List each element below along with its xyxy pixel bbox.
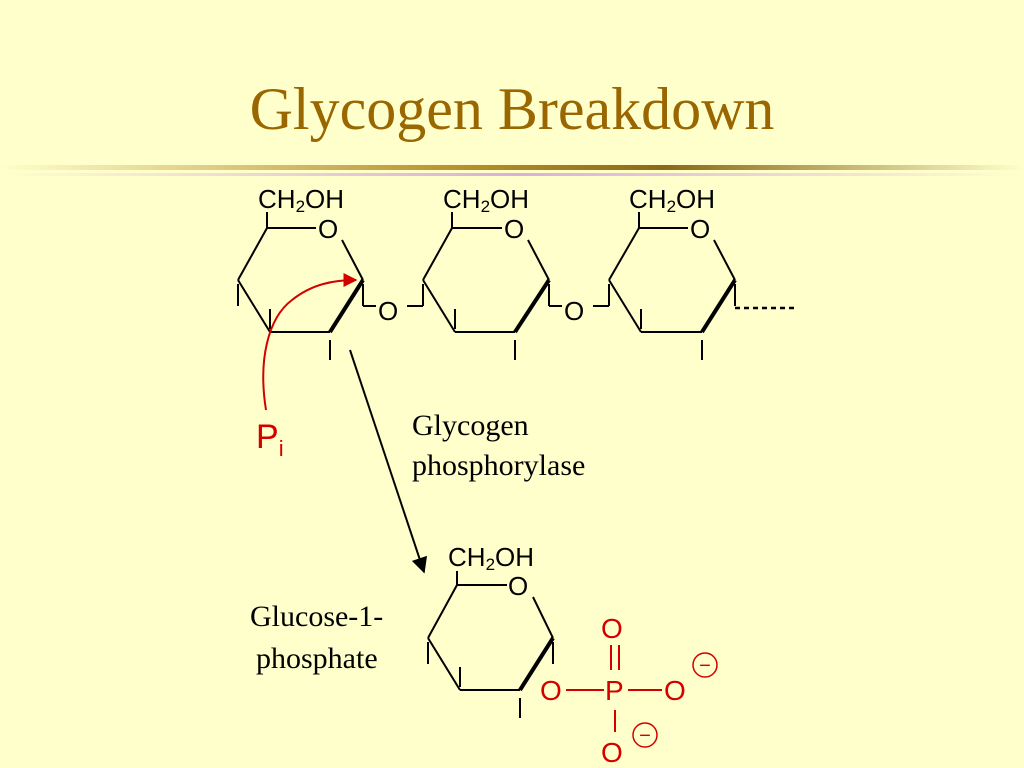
glucose-unit-3 [593, 212, 795, 360]
ring-oxygen-3: O [690, 214, 710, 244]
negative-charge-right [692, 652, 718, 678]
phosphorus-atom: P [605, 675, 624, 706]
enzyme-label-line1: Glycogen [412, 409, 529, 442]
ch2oh-label-2: CH2OH [443, 184, 529, 216]
ring-oxygen-2: O [504, 214, 524, 244]
ch2oh-label-3: CH2OH [629, 184, 715, 216]
inorganic-phosphate-label: Pi [256, 418, 284, 461]
double-bond-oxygen: O [601, 613, 623, 644]
product-label-line2: phosphate [256, 642, 378, 675]
glycosidic-oxygen-2: O [564, 296, 584, 326]
product-ch2oh-label: CH2OH [448, 542, 534, 574]
slide-title: Glycogen Breakdown [249, 76, 775, 142]
product-glucose-ring [427, 571, 555, 718]
glucose-unit-2 [407, 212, 562, 360]
phosphate-group: O P O − O O − [540, 613, 718, 768]
oxygen-bottom: O [601, 737, 623, 768]
oxygen-right: O [664, 675, 686, 706]
ring-oxygen-1: O [318, 214, 338, 244]
product-label-line1: Glucose-1- [250, 600, 383, 633]
reaction-arrow [349, 349, 428, 574]
title-divider [0, 165, 1024, 176]
glucose-unit-1 [237, 212, 376, 360]
svg-text:−: − [639, 725, 651, 747]
svg-text:−: − [699, 655, 711, 677]
ch2oh-label-1: CH2OH [258, 184, 344, 216]
ester-oxygen: O [540, 675, 562, 706]
phosphate-attack-arrow [262, 273, 358, 411]
enzyme-label-line2: phosphorylase [412, 449, 585, 482]
product-ring-oxygen: O [508, 571, 528, 601]
negative-charge-bottom [632, 722, 658, 748]
glycosidic-oxygen-1: O [378, 296, 398, 326]
